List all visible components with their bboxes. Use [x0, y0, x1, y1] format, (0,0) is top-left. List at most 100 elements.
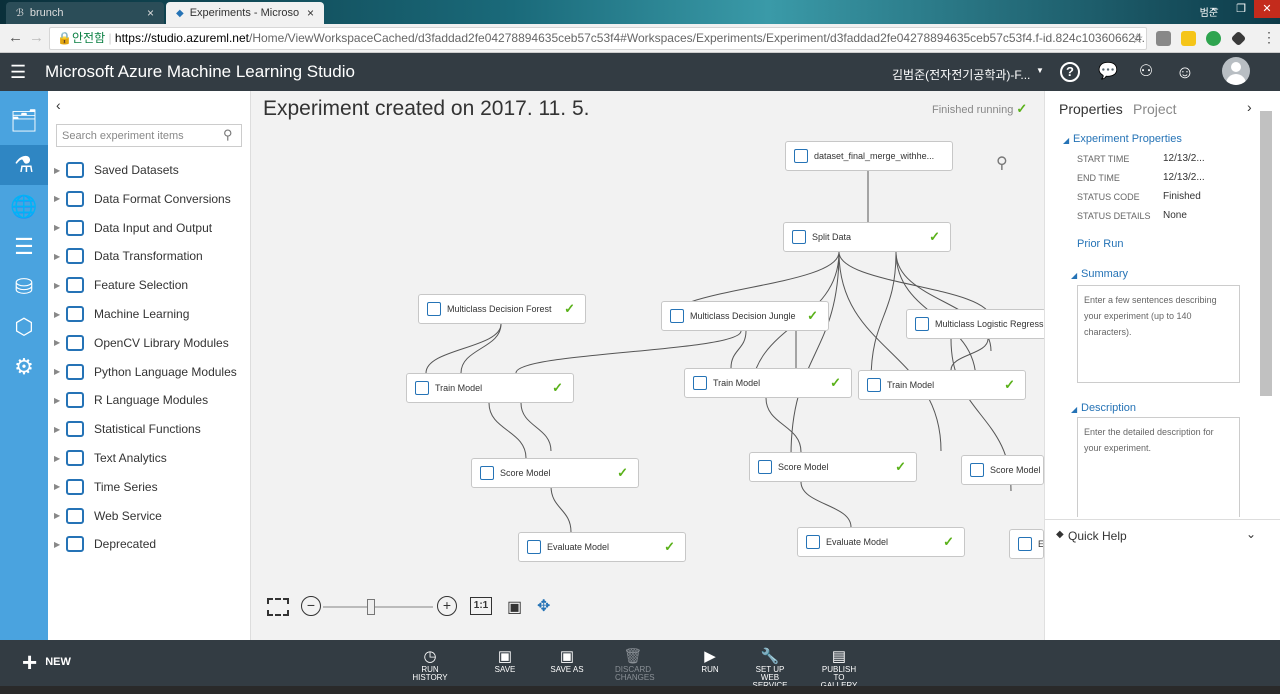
expand-icon[interactable]: ▶: [54, 453, 61, 463]
zoom-slider[interactable]: [323, 606, 433, 608]
palette-item[interactable]: ▶Data Input and Output: [54, 217, 212, 239]
experiment-properties-header[interactable]: Experiment Properties: [1073, 133, 1182, 145]
trained-models-icon[interactable]: ⬡: [14, 314, 34, 339]
module-node[interactable]: Multiclass Decision Forest✓: [418, 294, 586, 324]
expand-icon[interactable]: ▶: [54, 280, 61, 290]
actual-size-button[interactable]: 1:1: [470, 597, 492, 615]
module-node[interactable]: Train Model✓: [858, 370, 1026, 400]
bookmark-star-icon[interactable]: ☆: [1131, 30, 1144, 46]
datasets-icon[interactable]: ⛁: [14, 274, 34, 299]
browser-user-chip[interactable]: 범준: [1199, 8, 1218, 19]
zoom-slider-handle[interactable]: [367, 599, 375, 615]
new-button[interactable]: + NEW: [22, 649, 71, 675]
palette-item[interactable]: ▶Saved Datasets: [54, 159, 179, 181]
module-node[interactable]: Score Model: [961, 455, 1044, 485]
chevron-down-icon[interactable]: ◢: [1071, 405, 1078, 414]
module-node[interactable]: Evaluate Model✓: [797, 527, 965, 557]
chevron-down-icon[interactable]: ◢: [1071, 271, 1078, 280]
extension-icon[interactable]: [1230, 30, 1247, 47]
collapse-palette-icon[interactable]: ‹: [56, 97, 61, 113]
canvas-search-icon[interactable]: ⚲: [996, 155, 1008, 172]
chevron-down-icon[interactable]: ⌄: [1246, 527, 1257, 541]
expand-icon[interactable]: ▶: [54, 482, 61, 492]
module-node[interactable]: Train Model✓: [684, 368, 852, 398]
summary-field[interactable]: Enter a few sentences describing your ex…: [1077, 285, 1240, 383]
chevron-down-icon[interactable]: ▼: [1036, 66, 1044, 75]
expand-icon[interactable]: ▶: [54, 165, 61, 175]
web-services-icon[interactable]: 🌐: [10, 194, 38, 219]
expand-icon[interactable]: ▶: [54, 223, 61, 233]
quick-help-header[interactable]: Quick Help: [1068, 529, 1127, 543]
back-icon[interactable]: ←: [8, 29, 23, 46]
extension-icon[interactable]: [1156, 31, 1171, 46]
palette-item[interactable]: ▶Text Analytics: [54, 447, 167, 469]
minimap-icon[interactable]: ▣: [507, 599, 523, 616]
publish-to-gallery-button[interactable]: ▤PUBLISH TO GALLERY: [816, 648, 862, 690]
maximize-icon[interactable]: ❐: [1236, 3, 1246, 15]
discard-changes-button[interactable]: 🗑DISCARD CHANGES: [615, 648, 655, 682]
run-history-button[interactable]: ◷RUN HISTORY: [404, 648, 456, 682]
search-icon[interactable]: ⚲: [223, 127, 233, 142]
palette-item[interactable]: ▶Data Transformation: [54, 245, 203, 267]
summary-header[interactable]: Summary: [1081, 268, 1129, 280]
feedback-icon[interactable]: 💬: [1098, 63, 1118, 80]
save-as-button[interactable]: ▣SAVE AS: [549, 648, 585, 674]
expand-icon[interactable]: ▶: [54, 367, 61, 377]
palette-item[interactable]: ▶Statistical Functions: [54, 418, 201, 440]
module-node[interactable]: Multiclass Logistic Regression: [906, 309, 1044, 339]
save-button[interactable]: ▣SAVE: [487, 648, 523, 674]
minimize-icon[interactable]: –: [1211, 3, 1219, 15]
close-icon[interactable]: ×: [146, 6, 154, 20]
extension-icon[interactable]: [1206, 31, 1221, 46]
tab-properties[interactable]: Properties: [1059, 101, 1123, 117]
expand-icon[interactable]: ▶: [54, 251, 61, 261]
module-node[interactable]: dataset_final_merge_withhe...: [785, 141, 953, 171]
collapse-panel-icon[interactable]: ›: [1247, 99, 1252, 115]
expand-icon[interactable]: ▶: [54, 194, 61, 204]
expand-icon[interactable]: ▶: [54, 539, 61, 549]
module-node[interactable]: Evaluate Model✓: [518, 532, 686, 562]
hamburger-icon[interactable]: ☰: [10, 62, 27, 82]
palette-item[interactable]: ▶Python Language Modules: [54, 361, 237, 383]
workspace-selector[interactable]: 김범준(전자전기공학과)-F...: [892, 68, 1031, 82]
experiments-icon[interactable]: ⚗: [0, 145, 48, 185]
zoom-in-icon[interactable]: +: [437, 596, 457, 616]
tab-project[interactable]: Project: [1133, 101, 1177, 117]
prior-run-link[interactable]: Prior Run: [1077, 238, 1124, 250]
experiment-canvas[interactable]: Experiment created on 2017. 11. 5. Finis…: [251, 91, 1044, 640]
module-node[interactable]: Ev: [1009, 529, 1044, 559]
extension-icon[interactable]: [1181, 31, 1196, 46]
browser-tab-experiments[interactable]: ◆ Experiments - Microsoft ×: [166, 2, 324, 24]
zoom-out-icon[interactable]: −: [301, 596, 321, 616]
palette-item[interactable]: ▶Time Series: [54, 476, 158, 498]
fit-to-screen-icon[interactable]: [267, 598, 289, 616]
palette-item[interactable]: ▶Feature Selection: [54, 274, 188, 296]
scrollbar[interactable]: [1260, 111, 1272, 396]
expand-icon[interactable]: ▶: [54, 395, 61, 405]
search-input[interactable]: Search experiment items: [56, 124, 242, 147]
expand-icon[interactable]: ▶: [54, 424, 61, 434]
description-header[interactable]: Description: [1081, 402, 1137, 414]
url-field[interactable]: ↻ 🔒 안전함 | https://studio.azureml.net/Hom…: [49, 27, 1147, 50]
menu-dots-icon[interactable]: ⋮: [1262, 29, 1276, 45]
run-button[interactable]: ▶RUN: [692, 648, 728, 674]
expand-icon[interactable]: ▶: [54, 338, 61, 348]
smiley-icon[interactable]: ☺: [1175, 62, 1195, 82]
module-node[interactable]: Train Model✓: [406, 373, 574, 403]
forward-icon[interactable]: →: [29, 29, 44, 46]
palette-item[interactable]: ▶Deprecated: [54, 533, 156, 555]
module-node[interactable]: Split Data✓: [783, 222, 951, 252]
module-node[interactable]: Multiclass Decision Jungle✓: [661, 301, 829, 331]
expand-icon[interactable]: ▶: [54, 309, 61, 319]
chevron-down-icon[interactable]: ◢: [1063, 136, 1070, 145]
notebooks-icon[interactable]: ☰: [14, 234, 34, 259]
avatar[interactable]: [1222, 57, 1250, 85]
window-close-icon[interactable]: ✕: [1254, 0, 1280, 18]
module-node[interactable]: Score Model✓: [749, 452, 917, 482]
browser-tab-brunch[interactable]: ℬ brunch ×: [6, 2, 164, 24]
module-node[interactable]: Score Model✓: [471, 458, 639, 488]
description-field[interactable]: Enter the detailed description for your …: [1077, 417, 1240, 517]
palette-item[interactable]: ▶R Language Modules: [54, 389, 208, 411]
close-icon[interactable]: ×: [306, 6, 314, 20]
palette-item[interactable]: ▶Machine Learning: [54, 303, 189, 325]
